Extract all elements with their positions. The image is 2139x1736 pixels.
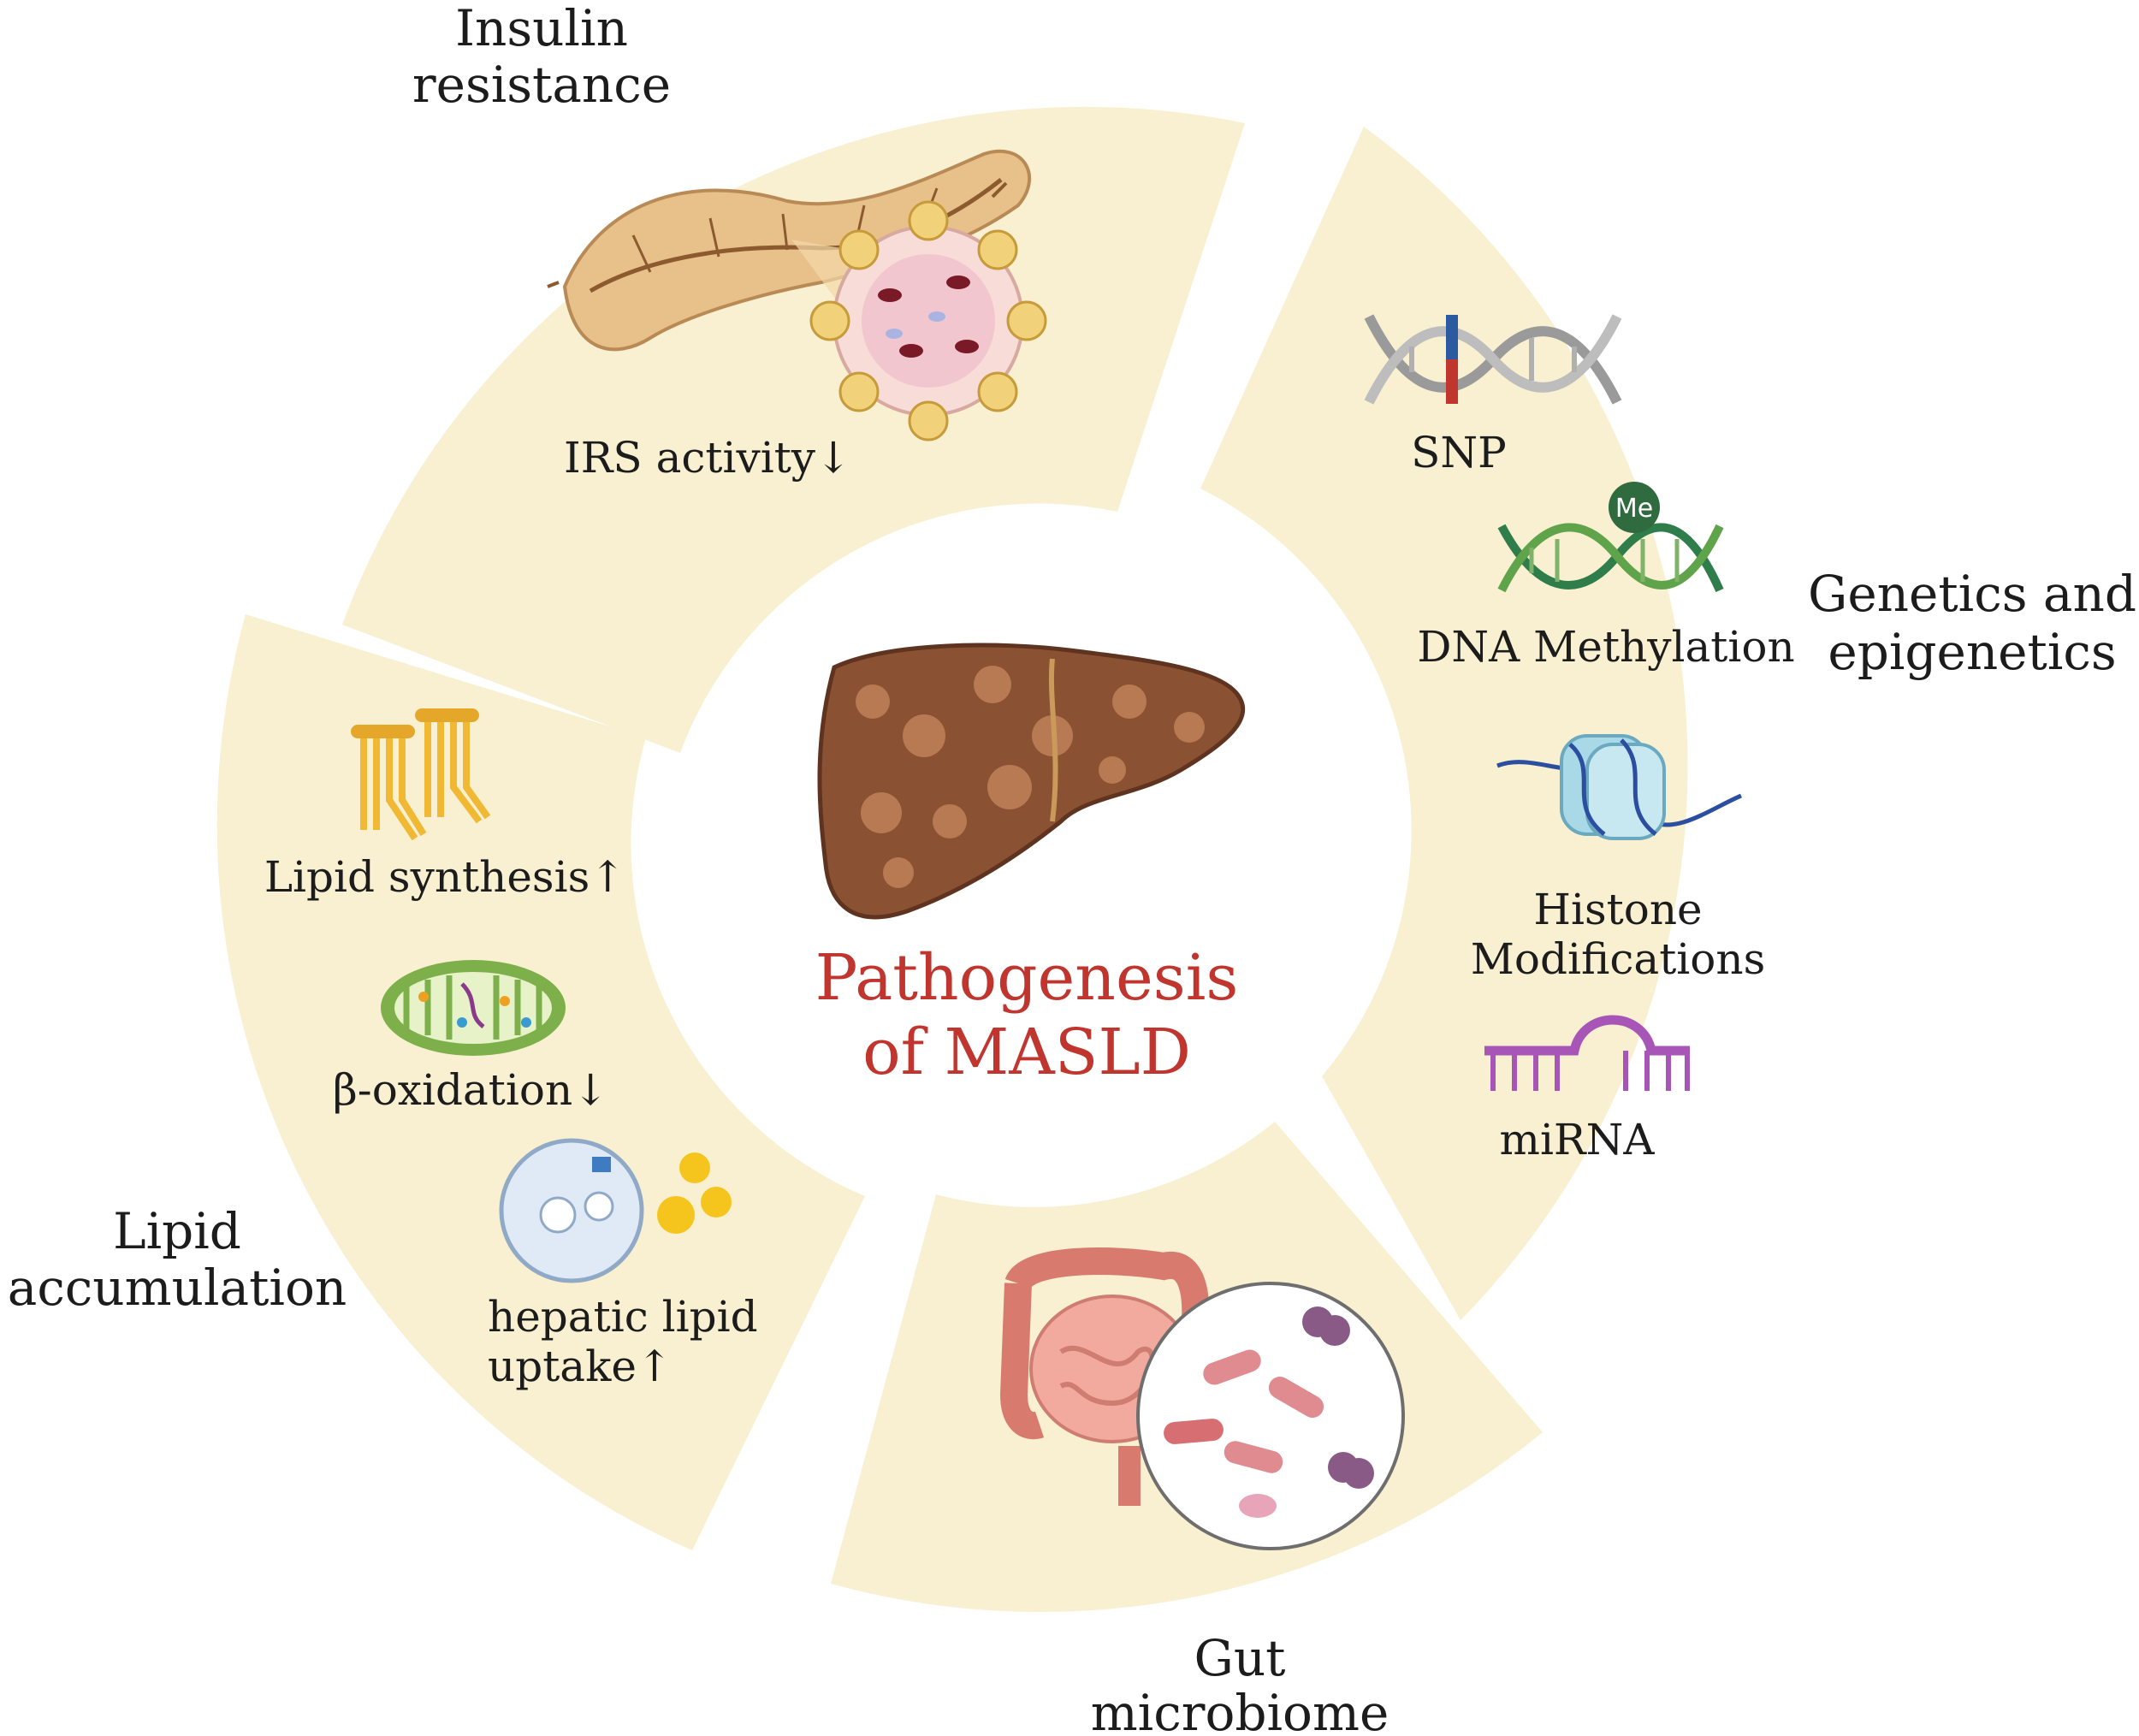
insulin-item-irs: IRS activity↓ — [564, 433, 851, 483]
genetics-heading-line2: epigenetics — [1828, 623, 2116, 681]
diagram-title-line1: Pathogenesis — [815, 941, 1239, 1015]
insulin-heading-line1: Insulin — [455, 0, 628, 57]
lipid-item-uptake: uptake↑ — [488, 1342, 673, 1391]
segment-insulin-resistance — [342, 106, 1245, 753]
lipid-uptake-cell-icon — [499, 1138, 732, 1283]
genetics-item-snp: SNP — [1411, 428, 1507, 477]
mirna-icon — [1484, 1015, 1690, 1091]
dna-snp-icon — [1364, 314, 1622, 405]
gut-heading-line2: microbiome — [1091, 1684, 1389, 1736]
methyl-tag: Me — [1615, 494, 1653, 524]
genetics-item-dna-methylation: DNA Methylation — [1417, 622, 1794, 672]
lipid-heading-line1: Lipid — [113, 1202, 241, 1260]
genetics-item-mirna: miRNA — [1500, 1115, 1656, 1164]
fatty-liver-icon — [817, 643, 1246, 920]
diagram-title-line2: of MASLD — [862, 1016, 1191, 1089]
genetics-heading-line1: Genetics and — [1808, 565, 2136, 623]
lipid-item-hepatic-lipid: hepatic lipid — [488, 1292, 758, 1342]
nucleosome-icon — [1496, 734, 1742, 840]
lipid-item-synthesis: Lipid synthesis↑ — [264, 852, 625, 902]
genetics-item-modifications: Modifications — [1471, 934, 1766, 984]
insulin-heading-line2: resistance — [412, 56, 671, 114]
segment-genetics-epigenetics — [1200, 127, 1688, 1320]
mitochondrion-icon — [381, 960, 566, 1056]
lipid-heading-line2: accumulation — [8, 1259, 347, 1317]
bacteria-icon — [1136, 1282, 1405, 1550]
phospholipid-icon — [351, 708, 491, 841]
pancreatic-islet-icon — [809, 200, 1047, 441]
gut-heading-line1: Gut — [1194, 1629, 1286, 1687]
lipid-item-beta-oxidation: β-oxidation↓ — [333, 1065, 608, 1115]
dna-methylation-icon: Me — [1497, 482, 1724, 593]
genetics-item-histone: Histone — [1533, 885, 1702, 934]
segment-lipid-accumulation — [216, 614, 866, 1550]
